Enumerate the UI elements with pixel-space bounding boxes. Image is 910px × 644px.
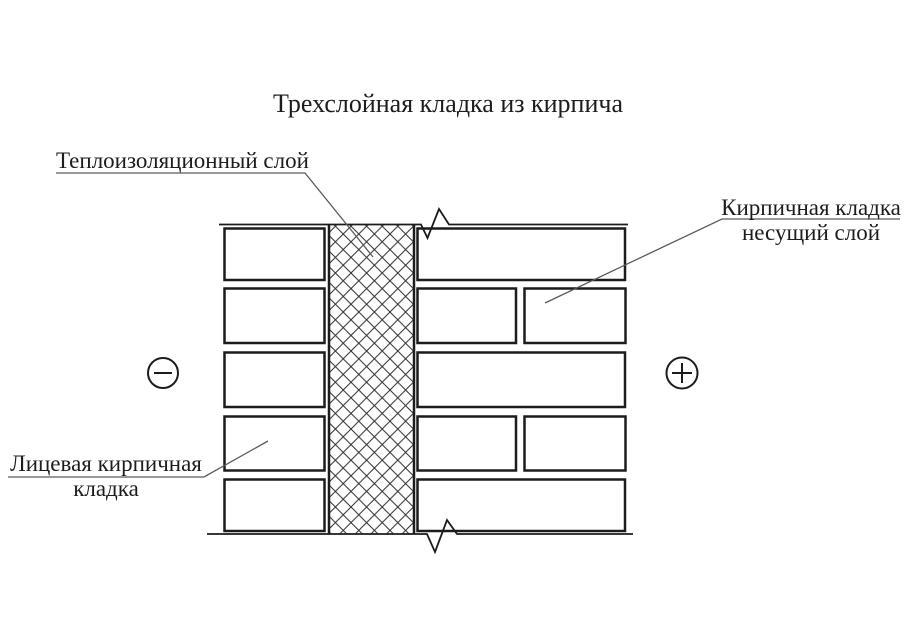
bearing-brick-layer — [416, 227, 627, 533]
insulation-hatch — [328, 225, 415, 534]
facing-brick-layer — [223, 227, 326, 533]
brick — [523, 287, 627, 345]
brick — [223, 227, 326, 282]
brick — [223, 478, 326, 533]
brick — [416, 478, 627, 533]
bearing-layer-label-line1: Кирпичная кладка — [721, 195, 901, 220]
insulation-leader-line — [56, 172, 374, 258]
facing-layer-label-line1: Лицевая кирпичная — [10, 451, 202, 476]
diagram-title: Трехслойная кладка из кирпича — [272, 89, 623, 118]
facing-leader-line — [8, 440, 269, 478]
insulation-layer-label: Теплоизоляционный слой — [56, 148, 309, 173]
brick — [416, 227, 627, 282]
brick — [523, 415, 627, 472]
facing-layer-label: Лицевая кирпичная кладка — [6, 451, 206, 501]
bearing-leader-line — [544, 218, 900, 304]
brick — [223, 351, 326, 409]
leader-lines — [8, 172, 900, 478]
minus-icon — [147, 357, 179, 389]
brick — [223, 415, 326, 472]
insulation-layer — [327, 225, 416, 534]
facing-layer-label-line2: кладка — [73, 476, 139, 501]
brick — [416, 415, 518, 472]
brick — [416, 287, 518, 345]
wall-top-edge-with-break-line — [219, 207, 628, 241]
bearing-layer-label-line2: несущий слой — [741, 220, 881, 245]
brick — [416, 351, 627, 409]
wall-bottom-edge-with-break-line — [207, 518, 633, 555]
brick — [223, 287, 326, 345]
plus-icon — [665, 356, 699, 390]
bearing-layer-label: Кирпичная кладка несущий слой — [711, 195, 910, 245]
